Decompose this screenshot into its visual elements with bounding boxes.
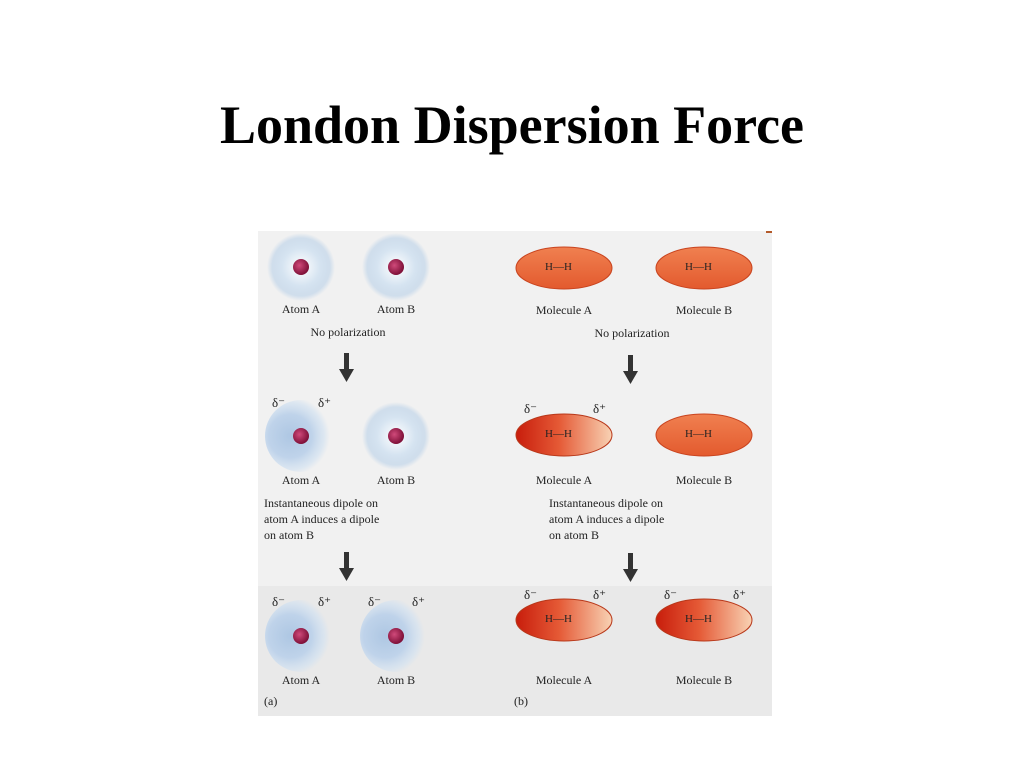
molecule-a-label-row3: Molecule A xyxy=(535,673,593,687)
panel-label-b: (b) xyxy=(514,694,528,708)
delta-plus-label: δ⁺ xyxy=(318,594,331,609)
molecule-a-label-row2: Molecule A xyxy=(535,473,593,487)
molecule-b-row1 xyxy=(655,246,753,290)
atom-b-nucleus-row1 xyxy=(388,259,404,275)
induced-dipole-line2-molecules: atom A induces a dipole xyxy=(549,512,665,526)
delta-plus-label: δ⁺ xyxy=(593,401,606,416)
molecule-a-row2 xyxy=(515,413,613,457)
molecule-a-row1 xyxy=(515,246,613,290)
atom-a-nucleus-row3 xyxy=(293,628,309,644)
delta-plus-label: δ⁺ xyxy=(412,594,425,609)
induced-dipole-line3-atoms: on atom B xyxy=(264,528,314,542)
bond-label-molecule-a-row2: H—H xyxy=(545,428,572,440)
induced-dipole-line1-atoms: Instantaneous dipole on xyxy=(264,496,378,510)
slide-title: London Dispersion Force xyxy=(219,95,805,156)
atom-a-nucleus-row1 xyxy=(293,259,309,275)
bond-label-molecule-b-row3: H—H xyxy=(685,613,712,625)
molecule-b-label-row2: Molecule B xyxy=(675,473,733,487)
molecule-a-row3 xyxy=(515,598,613,642)
delta-plus-label: δ⁺ xyxy=(318,395,331,410)
bond-label-molecule-a-row1: H—H xyxy=(545,261,572,273)
atom-b-label-row3: Atom B xyxy=(376,673,416,687)
delta-minus-label: δ⁻ xyxy=(524,401,537,416)
induced-dipole-line2-atoms: atom A induces a dipole xyxy=(264,512,380,526)
molecule-b-label-row1: Molecule B xyxy=(675,303,733,317)
bond-label-molecule-b-row1: H—H xyxy=(685,261,712,273)
delta-minus-label: δ⁻ xyxy=(272,594,285,609)
molecule-b-row3 xyxy=(655,598,753,642)
molecule-b-label-row3: Molecule B xyxy=(675,673,733,687)
delta-minus-label: δ⁻ xyxy=(368,594,381,609)
delta-plus-label: δ⁺ xyxy=(733,587,746,602)
atom-a-label-row3: Atom A xyxy=(281,673,321,687)
atom-b-label-row1: Atom B xyxy=(376,302,416,316)
induced-dipole-line3-molecules: on atom B xyxy=(549,528,599,542)
atom-b-nucleus-row3 xyxy=(388,628,404,644)
panel-label-a: (a) xyxy=(264,694,278,708)
molecule-b-row2 xyxy=(655,413,753,457)
molecule-a-label-row1: Molecule A xyxy=(535,303,593,317)
no-polarization-label-atoms: No polarization xyxy=(310,325,386,339)
atom-a-label-row2: Atom A xyxy=(281,473,321,487)
atom-b-label-row2: Atom B xyxy=(376,473,416,487)
delta-minus-label: δ⁻ xyxy=(664,587,677,602)
no-polarization-label-molecules: No polarization xyxy=(594,326,670,340)
down-arrow-icon xyxy=(623,355,638,384)
bond-label-molecule-a-row3: H—H xyxy=(545,613,572,625)
down-arrow-icon xyxy=(339,552,354,581)
bond-label-molecule-b-row2: H—H xyxy=(685,428,712,440)
down-arrow-icon xyxy=(339,353,354,382)
atom-a-label-row1: Atom A xyxy=(281,302,321,316)
delta-minus-label: δ⁻ xyxy=(272,395,285,410)
dispersion-figure: Atom A Atom B No polarization δ⁻ δ⁺ Atom… xyxy=(258,231,772,716)
atom-a-nucleus-row2 xyxy=(293,428,309,444)
figure-graphics xyxy=(265,233,753,672)
delta-minus-label: δ⁻ xyxy=(524,587,537,602)
figure-edge-mark xyxy=(766,231,772,233)
atom-b-nucleus-row2 xyxy=(388,428,404,444)
induced-dipole-line1-molecules: Instantaneous dipole on xyxy=(549,496,663,510)
delta-plus-label: δ⁺ xyxy=(593,587,606,602)
down-arrow-icon xyxy=(623,553,638,582)
